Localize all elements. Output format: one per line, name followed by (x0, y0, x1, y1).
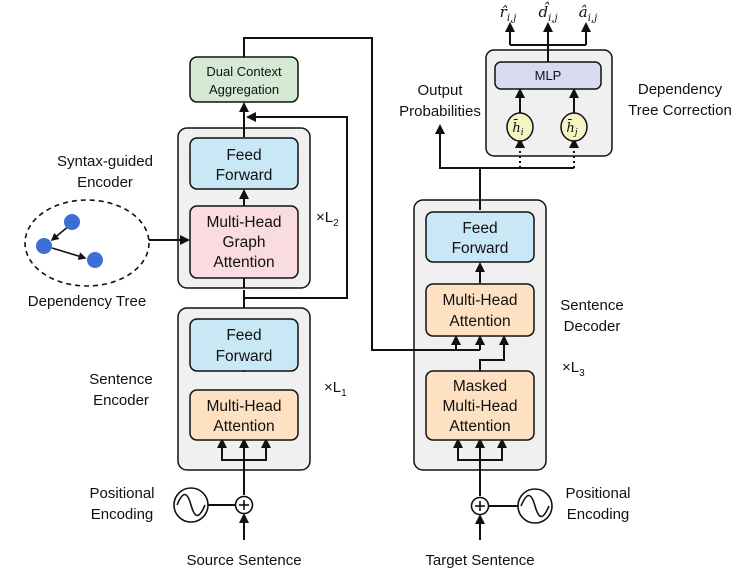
syntax-ff-label-2: Forward (216, 167, 273, 184)
correction-label-1: Dependency (638, 81, 723, 98)
dec-masked-in-right (480, 438, 507, 461)
tree-node-3 (87, 252, 103, 268)
syntax-feed-forward-block (189, 137, 299, 190)
mlp-label: MLP (535, 68, 562, 83)
decoder-sine-wave-icon (517, 488, 553, 524)
target-sentence-label: Target Sentence (425, 552, 534, 569)
encoder-add-icon (234, 495, 254, 515)
dec-attn-label-1: Multi-Head (443, 292, 518, 309)
output-probabilities-label-2: Probabilities (399, 103, 481, 120)
decoder-feed-forward-block (425, 211, 535, 263)
encoder-sine-wave-icon (173, 487, 209, 523)
graph-attention-block (189, 205, 299, 279)
output-d-label: d̂i,j (538, 2, 557, 24)
mlp-block (494, 61, 602, 90)
graph-attn-label-2: Graph (222, 234, 265, 251)
dec-attn-label-2: Attention (449, 313, 510, 330)
enc-attn-label-1: Multi-Head (207, 398, 282, 415)
repeat-l1-label: ×L1 (324, 379, 347, 399)
sentence-encoder-label-1: Sentence (89, 371, 152, 388)
h-i-label: h̄i (512, 119, 523, 138)
to-output-arrow (435, 124, 480, 169)
source-sentence-label: Source Sentence (186, 552, 301, 569)
syntax-encoder-label-1: Syntax-guided (57, 153, 153, 170)
sentence-attention-block (189, 389, 299, 441)
decoder-attention-block (425, 283, 535, 337)
output-probabilities-label-1: Output (417, 82, 463, 99)
decoder-positional-label-1: Positional (565, 485, 630, 502)
tree-node-1 (64, 214, 80, 230)
h-j-node (560, 112, 588, 142)
repeat-l3-label: ×L3 (562, 359, 585, 379)
masked-label-2: Multi-Head (443, 398, 518, 415)
decoder-positional-label-2: Encoding (567, 506, 630, 523)
dependency-tree-graph (24, 199, 150, 287)
aggregation-label-2: Aggregation (209, 82, 279, 97)
decoder-masked-attention-block (425, 370, 535, 441)
output-a-label: âi,j (579, 3, 597, 24)
enc-ff-label-1: Feed (226, 327, 261, 344)
sentence-decoder-label-1: Sentence (560, 297, 623, 314)
encoder-positional-label-1: Positional (89, 485, 154, 502)
sentence-feed-forward-block (189, 318, 299, 372)
decoder-add-icon (470, 496, 490, 516)
enc-attn-label-2: Attention (213, 418, 274, 435)
aggregation-label-1: Dual Context (206, 64, 282, 79)
sentence-encoder-label-2: Encoder (93, 392, 149, 409)
masked-label-1: Masked (453, 378, 507, 395)
graph-attn-label-3: Attention (213, 254, 274, 271)
syntax-encoder-label-2: Encoder (77, 174, 133, 191)
dec-ff-label-1: Feed (462, 220, 497, 237)
enc-attn-in-left (217, 438, 244, 461)
correction-label-2: Tree Correction (628, 102, 732, 119)
h-i-node (506, 112, 534, 142)
dependency-tree-label: Dependency Tree (28, 293, 146, 310)
dual-context-aggregation-block (189, 56, 299, 103)
encoder-positional-label-2: Encoding (91, 506, 154, 523)
output-r-label: r̂i,j (500, 3, 517, 24)
tree-node-2 (36, 238, 52, 254)
enc-ff-label-2: Forward (216, 348, 273, 365)
graph-attn-label-1: Multi-Head (207, 214, 282, 231)
syntax-ff-label-1: Feed (226, 147, 261, 164)
residual-loop (244, 112, 348, 299)
dec-masked-in-left (453, 438, 480, 461)
aggregation-to-decoder (243, 37, 480, 351)
h-j-label: h̄j (566, 119, 577, 138)
masked-to-attention (479, 335, 509, 371)
masked-label-3: Attention (449, 418, 510, 435)
enc-attn-in-right (244, 438, 271, 461)
repeat-l2-label: ×L2 (316, 209, 339, 229)
sentence-decoder-label-2: Decoder (564, 318, 621, 335)
dec-ff-label-2: Forward (452, 240, 509, 257)
